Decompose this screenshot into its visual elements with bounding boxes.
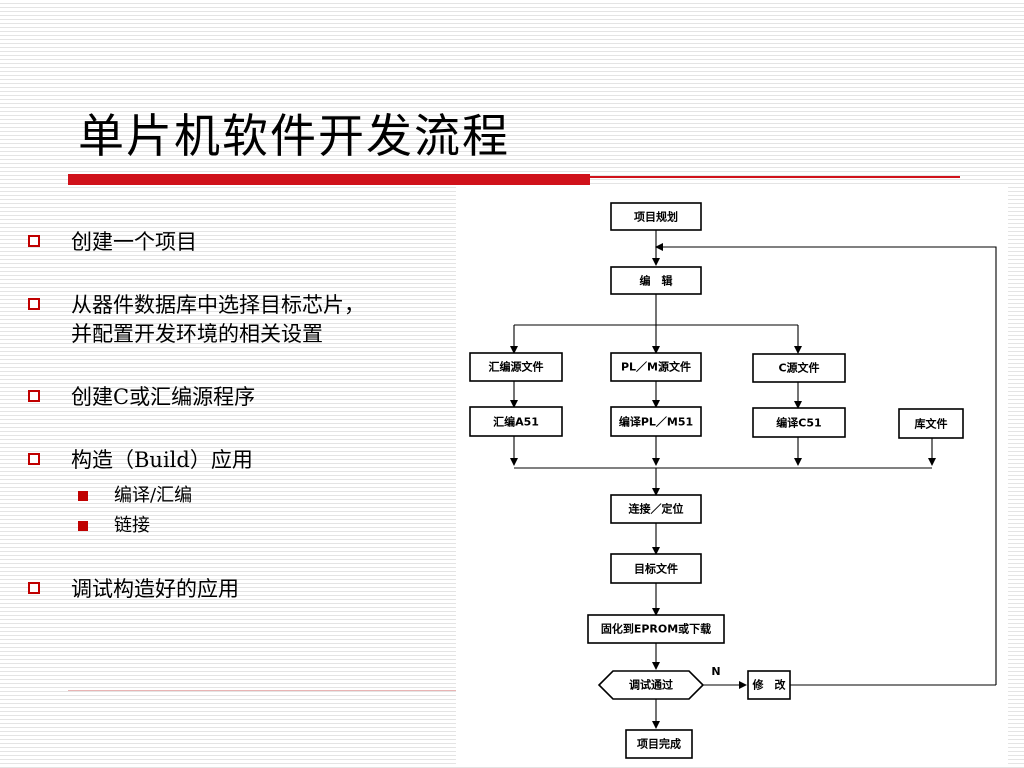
node-modify-label: 修 改 xyxy=(752,678,787,692)
bullet-list: 创建一个项目 从器件数据库中选择目标芯片， 并配置开发环境的相关设置 创建C或汇… xyxy=(28,228,458,638)
bullet-item: 从器件数据库中选择目标芯片， 并配置开发环境的相关设置 xyxy=(28,291,458,349)
node-asm-src-label: 汇编源文件 xyxy=(489,360,544,374)
node-target-label: 目标文件 xyxy=(634,562,678,576)
bullet-text: 调试构造好的应用 xyxy=(71,577,239,601)
sub-bullet-item: 编译/汇编 xyxy=(78,481,458,511)
node-plan xyxy=(610,202,702,231)
arrow-feedback-loop xyxy=(655,243,997,685)
footer-divider xyxy=(68,690,456,691)
bullet-text: 构造（Build）应用 xyxy=(71,448,253,472)
node-modify xyxy=(747,670,791,700)
node-plm-compile xyxy=(610,406,702,437)
slide-title: 单片机软件开发流程 xyxy=(78,109,510,163)
bullet-item: 调试构造好的应用 xyxy=(28,575,458,604)
bullet-item: 创建一个项目 xyxy=(28,228,458,257)
branch-no-label: N xyxy=(711,665,720,678)
bullet-item: 构造（Build）应用 xyxy=(28,446,458,475)
filled-square-bullet-icon xyxy=(78,491,88,501)
node-c-compile-label: 编译C51 xyxy=(776,416,821,430)
node-done xyxy=(625,729,693,759)
node-plm-src xyxy=(610,352,702,382)
filled-square-bullet-icon xyxy=(78,521,88,531)
hollow-square-bullet-icon xyxy=(28,390,40,402)
bullet-text: 从器件数据库中选择目标芯片， 并配置开发环境的相关设置 xyxy=(71,293,365,346)
title-underline-thin xyxy=(590,176,960,178)
node-link xyxy=(610,494,702,524)
bullet-item: 创建C或汇编源程序 xyxy=(28,383,458,412)
node-asm-compile-label: 汇编A51 xyxy=(493,415,539,429)
node-asm-src xyxy=(469,352,563,382)
node-plan-label: 项目规划 xyxy=(634,210,678,224)
hollow-square-bullet-icon xyxy=(28,298,40,310)
node-link-label: 连接／定位 xyxy=(629,502,684,516)
node-c-src-label: C源文件 xyxy=(778,361,819,375)
node-lib xyxy=(898,408,964,439)
hollow-square-bullet-icon xyxy=(28,582,40,594)
node-c-src xyxy=(752,353,846,383)
sub-bullet-item: 链接 xyxy=(78,511,458,541)
hollow-square-bullet-icon xyxy=(28,235,40,247)
node-edit xyxy=(610,266,702,295)
node-c-compile xyxy=(752,407,846,438)
sub-bullet-text: 编译/汇编 xyxy=(114,485,193,506)
node-burn xyxy=(587,614,725,644)
node-asm-compile xyxy=(469,406,563,437)
node-lib-label: 库文件 xyxy=(915,417,948,431)
node-plm-compile-label: 编译PL／M51 xyxy=(619,415,693,429)
node-plm-src-label: PL／M源文件 xyxy=(621,360,691,374)
flowchart: 项目规划 编 辑 汇编源文件 PL／M源文件 C源文件 汇编A51 编译PL／M… xyxy=(469,202,997,759)
node-debug-decision xyxy=(597,670,705,700)
bullet-text: 创建C或汇编源程序 xyxy=(71,385,256,409)
sub-bullet-text: 链接 xyxy=(114,515,150,536)
bullet-text: 创建一个项目 xyxy=(71,230,197,254)
title-underline-thick xyxy=(68,174,590,185)
node-debug-label: 调试通过 xyxy=(629,678,673,692)
node-burn-label: 固化到EPROM或下载 xyxy=(601,622,711,636)
node-edit-label: 编 辑 xyxy=(640,274,673,288)
flowchart-panel: 项目规划 编 辑 汇编源文件 PL／M源文件 C源文件 汇编A51 编译PL／M… xyxy=(456,185,1008,765)
hollow-square-bullet-icon xyxy=(28,453,40,465)
node-done-label: 项目完成 xyxy=(637,737,681,751)
node-target xyxy=(610,553,702,584)
